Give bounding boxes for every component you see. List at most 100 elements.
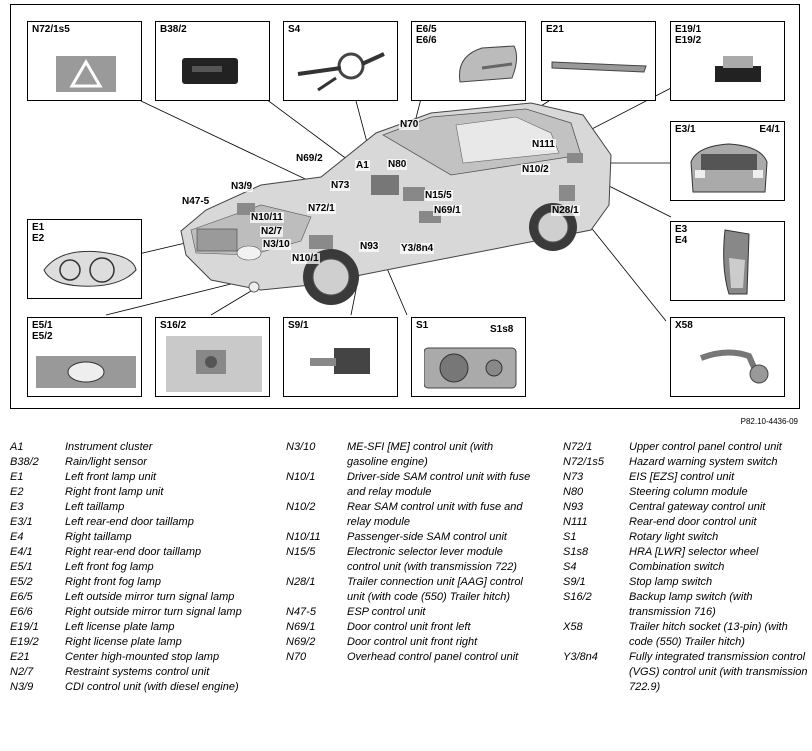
- legend-code: N10/2: [286, 501, 316, 513]
- legend-code: Y3/8n4: [563, 651, 598, 663]
- legend-description: ESP control unit: [347, 606, 426, 618]
- box-rear-door-taillamps: E3/1 E4/1: [670, 121, 785, 201]
- box-label-s1s8: S1s8: [490, 324, 514, 335]
- legend-description: Upper control panel control unit: [629, 441, 782, 453]
- legend-description: Center high-mounted stop lamp: [65, 651, 220, 663]
- legend-code: N10/11: [286, 531, 321, 543]
- legend-description: Driver-side SAM control unit with fuse a…: [347, 471, 531, 498]
- box-rotary-light-switch: S1 S1s8: [411, 317, 526, 397]
- legend-description: Stop lamp switch: [629, 576, 713, 588]
- legend-code: N3/9: [10, 681, 34, 693]
- legend-code: E2: [10, 486, 24, 498]
- legend-description: Left taillamp: [65, 501, 125, 513]
- legend-description: ME-SFI [ME] control unit (with gasoline …: [347, 441, 494, 468]
- callout-n3-9: N3/9: [230, 181, 254, 192]
- stop-switch-image: [310, 348, 370, 374]
- stop-lamp-image: [551, 61, 647, 73]
- legend-description: Right front lamp unit: [65, 486, 164, 498]
- callout-y3-8n4: Y3/8n4: [400, 243, 435, 254]
- box-label-s4: S4: [288, 24, 301, 35]
- legend-description: Rear-end door control unit: [629, 516, 757, 528]
- light-switch-image: [424, 347, 517, 389]
- legend-code: N3/10: [286, 441, 316, 453]
- headlamp-image: [43, 250, 137, 287]
- hazard-switch-image: [56, 56, 116, 92]
- legend-code: N93: [563, 501, 584, 513]
- legend-code: N73: [563, 471, 584, 483]
- mirror-image: [458, 45, 518, 83]
- box-label-s9-1: S9/1: [288, 320, 309, 331]
- legend-description: Electronic selector lever module control…: [347, 546, 517, 573]
- legend-description: EIS [EZS] control unit: [629, 471, 735, 483]
- box-label-e1-e2: E1 E2: [32, 222, 45, 244]
- legend-column-2: N3/10 ME-SFI [ME] control unit (with gaso…: [286, 440, 536, 665]
- callout-n72-1: N72/1: [307, 203, 336, 214]
- legend-item: N3/9 CDI control unit (with diesel engine…: [10, 680, 270, 695]
- callout-n69-2: N69/2: [295, 153, 324, 164]
- legend-item: E2 Right front lamp unit: [10, 485, 270, 500]
- legend-description: Steering column module: [629, 486, 748, 498]
- legend-code: B38/2: [10, 456, 39, 468]
- box-label-e4-1: E4/1: [759, 124, 780, 135]
- box-label-n72-1s5: N72/1s5: [32, 24, 70, 35]
- legend-description: Door control unit front left: [347, 621, 471, 633]
- legend-description: Instrument cluster: [65, 441, 153, 453]
- callout-n69-1: N69/1: [433, 205, 462, 216]
- legend-code: E19/1: [10, 621, 39, 633]
- legend-code: N111: [563, 516, 588, 528]
- box-label-e3-1: E3/1: [675, 124, 696, 135]
- legend-description: Central gateway control unit: [629, 501, 766, 513]
- legend-code: E1: [10, 471, 24, 483]
- legend-code: N72/1: [563, 441, 593, 453]
- legend-code: E6/6: [10, 606, 33, 618]
- legend-code: E19/2: [10, 636, 39, 648]
- box-label-e6: E6/5 E6/6: [416, 24, 437, 46]
- box-fog-lamps: E5/1 E5/2: [27, 317, 142, 397]
- callout-n2-7: N2/7: [260, 226, 284, 237]
- legend-code: S1s8: [563, 546, 589, 558]
- box-mirror-turn-signal: E6/5 E6/6: [411, 21, 526, 101]
- box-center-stop-lamp: E21: [541, 21, 656, 101]
- callout-n28-1: N28/1: [551, 205, 580, 216]
- legend-code: E3/1: [10, 516, 33, 528]
- legend-code: E4: [10, 531, 24, 543]
- legend-code: N28/1: [286, 576, 316, 588]
- legend-item: N15/5 Electronic selector lever module co…: [286, 545, 536, 575]
- legend-code: N15/5: [286, 546, 316, 558]
- box-backup-lamp-switch: S16/2: [155, 317, 270, 397]
- legend-code: N47-5: [286, 606, 316, 618]
- legend-description: Trailer hitch socket (13-pin) (with code…: [629, 621, 788, 648]
- legend-description: CDI control unit (with diesel engine): [65, 681, 239, 693]
- box-label-e5: E5/1 E5/2: [32, 320, 53, 342]
- box-stop-lamp-switch: S9/1: [283, 317, 398, 397]
- box-trailer-socket: X58: [670, 317, 785, 397]
- callout-n10-1: N10/1: [291, 253, 320, 264]
- callout-n80: N80: [387, 159, 408, 170]
- legend-description: Backup lamp switch (with transmission 71…: [629, 591, 753, 618]
- legend-description: Door control unit front right: [347, 636, 478, 648]
- legend-code: N72/1s5: [563, 456, 604, 468]
- callout-n73: N73: [330, 180, 351, 191]
- box-hazard-switch: N72/1s5: [27, 21, 142, 101]
- legend-description: Rear SAM control unit with fuse and rela…: [347, 501, 523, 528]
- fog-lamp-image: [36, 356, 136, 388]
